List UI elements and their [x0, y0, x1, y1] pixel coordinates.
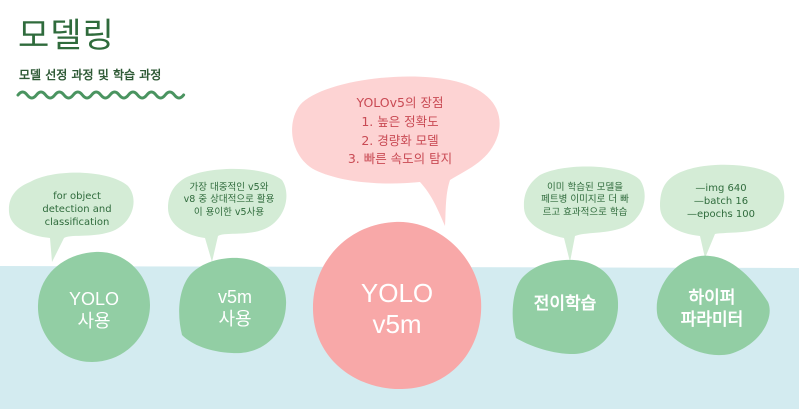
bubble-line: 3. 빠른 속도의 탐지 [347, 151, 453, 167]
speech-bubble-yolo-v5m [292, 76, 500, 226]
node-yolo-use: YOLO 사용 [44, 288, 144, 332]
speech-bubble-transfer [523, 166, 645, 262]
bubble-line: classification [44, 217, 110, 228]
node-v5m-use: v5m 사용 [185, 286, 285, 330]
bubble-line: 1. 높은 정확도 [361, 113, 439, 129]
bubble-line: YOLOv5의 장점 [356, 95, 444, 110]
page-subtitle: 모델 선정 과정 및 학습 과정 [19, 68, 162, 82]
page-title: 모델링 [18, 16, 115, 56]
bubble-text-yolo-v5m: YOLOv5의 장점 1. 높은 정확도 2. 경량화 모델 3. 빠른 속도의… [330, 94, 470, 169]
bubble-line: —batch 16 [693, 196, 749, 207]
bubble-line: 페트병 이미지로 더 빠 [541, 194, 629, 206]
node-label-line: v5m [372, 309, 422, 339]
bubble-text-hyper: —img 640 —batch 16 —epochs 100 [662, 182, 780, 221]
node-label-line: 사용 [218, 309, 252, 329]
node-label-line: v5m [217, 287, 252, 307]
speech-bubble-yolo-use [8, 172, 134, 262]
bubble-line: 2. 경량화 모델 [361, 132, 439, 148]
bubble-line: 르고 효과적으로 학습 [542, 206, 628, 218]
node-label-line: YOLO [360, 278, 434, 308]
bubble-line: 가장 대중적인 v5와 [189, 182, 269, 193]
node-label-line: 파라미터 [680, 310, 744, 329]
node-label-line: 하이퍼 [688, 288, 736, 307]
node-label-line: 전이학습 [533, 294, 597, 313]
wave-divider-icon [16, 90, 186, 100]
bubble-line: —img 640 [695, 183, 747, 194]
node-yolo-use-shape [37, 251, 151, 362]
speech-bubble-v5m-use [168, 168, 287, 262]
node-hyperparameter: 하이퍼 파라미터 [662, 287, 762, 331]
bubble-text-transfer: 이미 학습된 모델을 페트병 이미지로 더 빠 르고 효과적으로 학습 [526, 182, 644, 219]
bubble-line: detection and [42, 204, 112, 215]
node-yolo-v5m: YOLO v5m [337, 278, 457, 340]
bubble-text-v5m-use: 가장 대중적인 v5와 v8 중 상대적으로 활용 이 용이한 v5사용 [172, 182, 286, 219]
node-label-line: 사용 [77, 311, 111, 331]
speech-bubble-hyper [660, 164, 785, 258]
bubble-line: v8 중 상대적으로 활용 [183, 194, 275, 206]
node-transfer-learning: 전이학습 [515, 293, 615, 315]
node-v5m-use-shape [179, 257, 287, 354]
bubble-line: 이미 학습된 모델을 [547, 182, 623, 193]
node-hyper-shape [656, 255, 770, 356]
node-yolo-v5m-shape [312, 221, 482, 390]
bubble-line: —epochs 100 [687, 209, 755, 220]
bubble-line: 이 용이한 v5사용 [193, 206, 265, 218]
bubble-line: for object [53, 191, 101, 202]
node-transfer-shape [512, 259, 619, 355]
bubble-text-yolo-use: for object detection and classification [22, 190, 132, 229]
node-label-line: YOLO [68, 289, 120, 309]
